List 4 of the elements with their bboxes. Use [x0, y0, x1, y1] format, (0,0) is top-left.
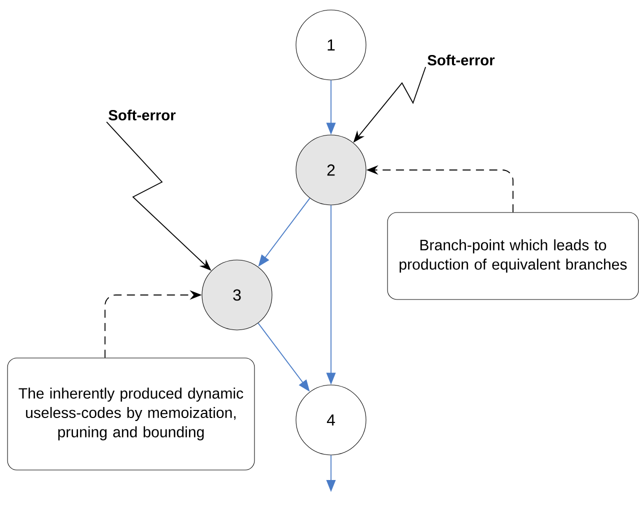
soft-error-label: Soft-error	[428, 54, 495, 66]
soft-error-label: Soft-error	[108, 110, 176, 120]
callout-box: The inherently produced dynamic useless-codes by memoization, pruning and bounding	[7, 358, 255, 470]
callout-box: Branch-point which leads to production of equivalent branches	[387, 212, 639, 300]
